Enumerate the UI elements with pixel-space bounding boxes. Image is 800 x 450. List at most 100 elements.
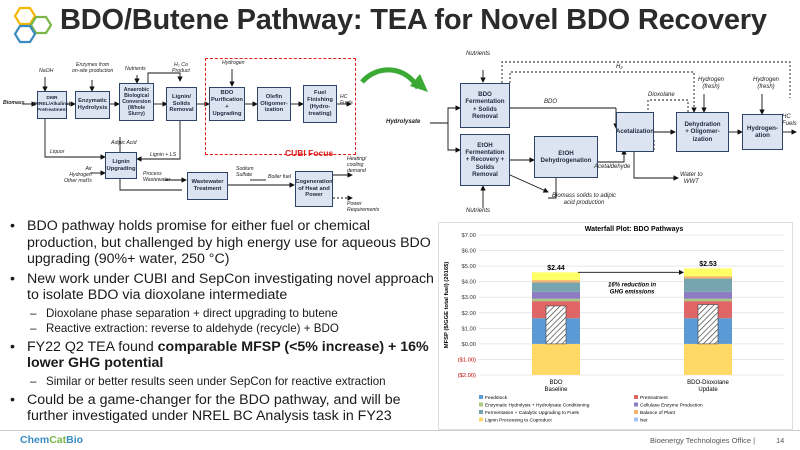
biomass-label: Biomass [3,100,25,106]
lignin-upgrading-box: Lignin Upgrading [105,152,137,179]
bdo-process-diagram: DMR (NREL/Alkaline) Pretreatment Enzymat… [0,55,432,220]
x-tick-label: Update [698,387,718,393]
waterfall-chart-svg: Waterfall Plot: BDO Pathways ($2.00) ($1.0… [444,226,784,424]
bar-segment-cap [684,268,732,277]
bullet-item: •BDO pathway holds promise for either fu… [10,218,431,267]
bar-segment [684,291,732,299]
bar-segment [532,280,580,283]
bar-net-hatched [697,304,719,345]
boiler-fuel-label: Boiler fuel [268,174,292,180]
total-label: $2.53 [699,261,717,268]
y-tick-label: $5.00 [461,264,476,270]
y-tick-label: $2.00 [461,311,476,317]
hydrogen-label: Hydrogen [222,60,245,66]
adipic-acid-label: Adipic Acid [111,140,137,146]
legend-label: Cellulase Enzyme Production [640,403,703,409]
etoh-fermentation-box: EtOH Fermentation + Recovery + Solids Re… [460,134,510,186]
y-tick-label: ($2.00) [458,373,476,379]
acetaldehyde-label: Acetaldehyde [594,164,631,170]
bar-segment [532,291,580,299]
waterfall-chart: Waterfall Plot: BDO Pathways ($2.00) ($1.0… [438,222,793,430]
nutrients-bottom-label: Nutrients [466,208,491,214]
bdo-label: BDO [544,99,558,105]
enzymes-label: Enzymes from on-site production [72,62,114,74]
sub-bullet-item: –Dioxolane phase separation + direct upg… [30,306,338,320]
legend-label: Net [640,418,648,424]
enzymatic-hydrolysis-box: Enzymatic Hydrolysis [75,91,110,119]
liquor-label: Liquor [50,149,65,155]
legend-label: Pretreatment [640,395,668,401]
footer-divider [0,430,800,431]
y-axis-label: MFSP ($/GGE total fuel) (2016$) [444,262,450,349]
air-hydrogen-label: Air Hydrogen Other mat'ls [64,166,92,184]
footer-logo: ChemCatBio [20,434,84,446]
x-tick-label: BDO-Dioxolane [687,380,729,386]
dehydration-oligomerization-box: Dehydration + Oligomer- ization [676,112,729,152]
annotation-arrowhead [679,269,684,275]
hydrogenation-box: Hydrogen- ation [742,114,783,150]
olefin-oligomerization-box: Olefin Oligomer- ization [257,87,291,121]
sub-bullet-item: –Similar or better results seen under Se… [30,374,386,388]
anaerobic-conversion-box: Anaerobic Biological Conversion (Whole S… [119,83,154,121]
y-tick-label: ($1.00) [458,357,476,363]
bullet-item: •New work under CUBI and SepCon investig… [10,270,434,304]
hydrolysate-label: Hydrolysate [386,119,421,125]
y-tick-label: $1.00 [461,326,476,332]
legend-swatch [634,410,638,414]
total-label: $2.44 [547,265,565,272]
annotation-text: 16% reduction in [608,282,656,288]
bar-segment [532,282,580,292]
hydrogen-fresh-1-label: Hydrogen (fresh) [698,77,725,90]
fuel-finishing-box: Fuel Finishing (Hydro- treating) [303,85,337,123]
left-diagram-arrows [22,69,353,201]
x-tick-label: Baseline [544,387,568,393]
bar-segment-lignin [532,343,580,375]
lignin-ls-label: Lignin + LS [150,152,177,158]
page-number: 14 [776,436,785,445]
cogeneration-box: Cogeneration of Heat and Power [295,171,333,207]
y-tick-label: $6.00 [461,249,476,255]
right-diagram-arrows [430,61,797,208]
legend-label: Fermentation + Catalytic Upgrading to Fu… [485,410,580,416]
bar-segment-cap [532,272,580,281]
power-requirements-label: Power Requirements [347,201,380,213]
bold-highlight: comparable MFSP (<5% increase) + 16% low… [27,338,429,372]
y-tick-label: $7.00 [461,233,476,239]
green-curved-arrow [360,67,428,92]
legend-label: Feedstock [485,395,508,401]
x-tick-label: BDO [549,380,562,386]
legend-swatch [634,395,638,399]
lignin-solids-removal-box: Lignin/ Solids Removal [166,87,197,121]
y-tick-label: $0.00 [461,342,476,348]
bar-net-hatched [545,305,567,345]
bullet-item: •FY22 Q2 TEA found comparable MFSP (<5% … [10,338,429,372]
wastewater-treatment-box: Wastewater Treatment [187,172,228,200]
bar-segment [684,278,732,292]
process-wastewater-label: Process Wastewater [143,171,171,183]
bar-segment-lignin [684,343,732,375]
bullet-item: •Could be a game-changer for the BDO pat… [10,391,401,425]
hydrogen-fresh-2-label: Hydrogen (fresh) [753,77,780,90]
dioxolane-process-diagram: BDO Fermentation + Solids Removal EtOH F… [386,50,800,218]
slide-title: BDO/Butene Pathway: TEA for Novel BDO Re… [60,4,767,36]
y-tick-label: $3.00 [461,295,476,301]
hc-fuels-right-label: HC Fuels [782,114,797,127]
water-wwt-label: Water to WWT [680,172,703,185]
heating-cooling-label: Heating/ cooling demand [347,156,367,174]
legend-swatch [479,402,483,407]
bdo-fermentation-box: BDO Fermentation + Solids Removal [460,83,510,128]
naoh-label: NaOH [39,68,54,74]
legend-label: Lignin Processing to Coproduct [485,418,552,424]
chemcatbio-hex-logo [13,6,52,44]
sodium-sulfate-label: Sodium Sulfate [236,166,254,178]
y-tick-label: $4.00 [461,280,476,286]
bar-segment [684,298,732,302]
dioxolane-label: Dioxolane [648,92,675,98]
bullet-list: •BDO pathway holds promise for either fu… [10,218,440,428]
bar-segment [532,298,580,302]
chart-title: Waterfall Plot: BDO Pathways [585,226,684,233]
nutrients-label: Nutrients [125,66,146,72]
legend-swatch [634,417,638,422]
legend-swatch [634,402,638,407]
